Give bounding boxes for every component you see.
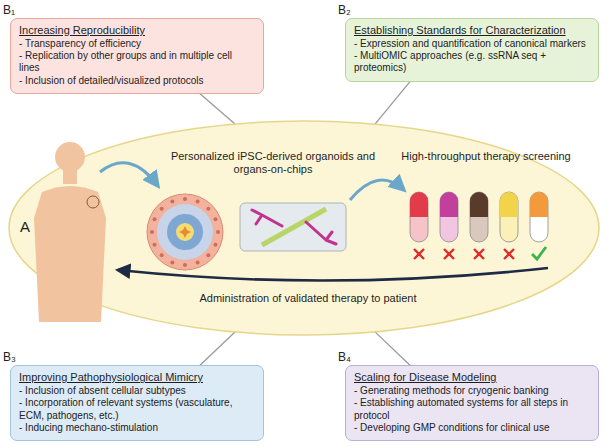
step-label: High-throughput therapy screening [396, 150, 576, 163]
panel-label: B₁ [3, 3, 15, 17]
bullet-item: - Establishing automated systems for all… [354, 397, 590, 421]
connector-line [375, 332, 410, 365]
bullet-item: - Inclusion of absent cellular subtypes [19, 385, 255, 397]
panel-label: B₃ [3, 350, 16, 364]
step-label: Administration of validated therapy to p… [143, 292, 473, 305]
strategy-box: B₃Improving Pathophysiological Mimicry- … [10, 365, 264, 441]
box-heading: Improving Pathophysiological Mimicry [19, 371, 255, 383]
box-heading: Scaling for Disease Modeling [354, 371, 590, 383]
panel-label: B₂ [338, 3, 351, 17]
bullet-item: - Generating methods for cryogenic banki… [354, 385, 590, 397]
strategy-box: B₄Scaling for Disease Modeling- Generati… [345, 365, 599, 441]
step-label: Personalized iPSC-derived organoids and … [168, 150, 378, 176]
workflow-ellipse: A Personalized iPSC-derived organoids and… [8, 120, 600, 336]
bullet-item: - Inclusion of detailed/visualized proto… [19, 75, 255, 87]
connector-line [200, 94, 235, 124]
panel-letter: A [20, 218, 50, 236]
bullet-item: - Replication by other groups and in mul… [19, 50, 255, 74]
bullet-item: - Incorporation of relevant systems (vas… [19, 397, 255, 421]
bullet-item: - Transparency of efficiency [19, 38, 255, 50]
connector-line [200, 332, 235, 365]
strategy-box: B₁Increasing Reproducibility- Transparen… [10, 18, 264, 94]
bullet-item: - Developing GMP conditions for clinical… [354, 422, 590, 434]
box-heading: Establishing Standards for Characterizat… [354, 24, 590, 36]
ellipse-shape [9, 121, 599, 335]
box-heading: Increasing Reproducibility [19, 24, 255, 36]
bullet-item: - Inducing mechano-stimulation [19, 422, 255, 434]
bullet-item: - Expression and quantification of canon… [354, 38, 590, 50]
panel-label: B₄ [338, 350, 351, 364]
strategy-box: B₂Establishing Standards for Characteriz… [345, 18, 599, 82]
connector-line [375, 82, 410, 125]
bullet-item: - MultiOMIC approaches (e.g. ssRNA seq +… [354, 50, 590, 74]
